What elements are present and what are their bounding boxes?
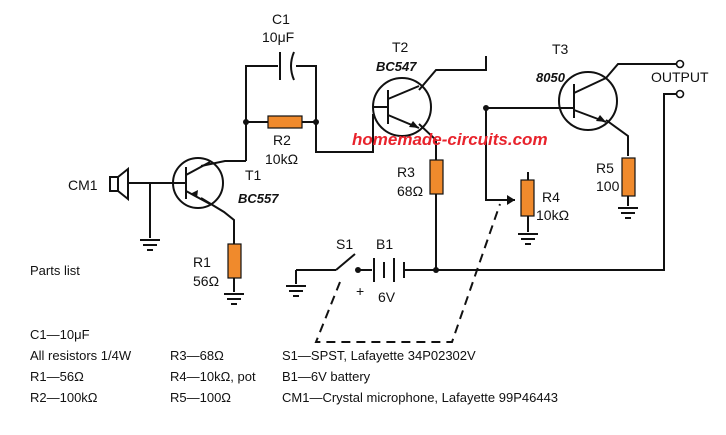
wire-output-return <box>410 93 676 271</box>
label-r2-value: 10kΩ <box>265 151 298 167</box>
label-battery-plus: + <box>356 283 364 299</box>
resistor-r4 <box>520 179 535 217</box>
parts-col1-row2: All resistors 1/4W <box>30 348 132 363</box>
wire-t1-collector <box>200 160 246 167</box>
parts-col3-row1: S1—SPST, Lafayette 34P02302V <box>282 348 476 363</box>
label-t3-part: 8050 <box>536 70 566 85</box>
parts-col1-row3: R1—56Ω <box>30 369 84 384</box>
label-output: OUTPUT <box>651 69 709 85</box>
label-c1-value: 10μF <box>262 29 294 45</box>
label-r3: R3 <box>397 164 415 180</box>
junction-t3-base <box>483 105 489 111</box>
output-terminal-top <box>675 59 685 69</box>
junction-r2-right <box>313 119 319 125</box>
label-cm1: CM1 <box>68 177 98 193</box>
resistor-r2 <box>267 115 303 129</box>
resistor-r5 <box>621 157 636 197</box>
label-r4: R4 <box>542 189 560 205</box>
parts-col2-row1: R3—68Ω <box>170 348 224 363</box>
switch-contact <box>355 267 361 273</box>
ground-icon <box>286 285 306 297</box>
resistor-r1 <box>227 243 242 279</box>
parts-col3-row2: B1—6V battery <box>282 369 371 384</box>
ground-icon <box>518 233 538 245</box>
parts-col2-row2: R4—10kΩ, pot <box>170 369 256 384</box>
label-t1-part: BC557 <box>238 191 279 206</box>
junction-battery-rail <box>433 267 439 273</box>
dashed-link <box>314 203 501 343</box>
label-t2: T2 <box>392 39 409 55</box>
capacitor-c1-icon <box>279 51 295 81</box>
label-t1: T1 <box>245 167 262 183</box>
battery-b1-icon <box>373 258 412 282</box>
label-r5-value: 100 <box>596 178 620 194</box>
resistor-r3 <box>429 159 444 195</box>
wire-c1-left <box>245 65 278 161</box>
label-r2: R2 <box>273 132 291 148</box>
parts-col2-row3: R5—100Ω <box>170 390 231 405</box>
parts-col1-row1: C1—10μF <box>30 327 90 342</box>
label-r4-value: 10kΩ <box>536 207 569 223</box>
parts-col1-row4: R2—100kΩ <box>30 390 98 405</box>
wire-to-t2-base <box>296 65 374 153</box>
label-t2-part: BC547 <box>376 59 417 74</box>
wire-t3-collector-output <box>605 63 676 79</box>
label-b1: B1 <box>376 236 393 252</box>
parts-col3-row3: CM1—Crystal microphone, Lafayette 99P464… <box>282 390 558 405</box>
label-s1: S1 <box>336 236 353 252</box>
transistor-t1-icon <box>172 157 224 209</box>
wire-t1-emitter <box>200 197 235 244</box>
transistor-t2-icon <box>372 77 432 137</box>
wire-t3-emitter <box>605 119 629 156</box>
label-r1: R1 <box>193 254 211 270</box>
wire-t2-collector <box>418 56 487 91</box>
switch-lever <box>335 253 356 271</box>
watermark-text: homemade-circuits.com <box>352 130 548 149</box>
label-c1: C1 <box>272 11 290 27</box>
ground-icon <box>618 207 638 219</box>
junction-r2-left <box>243 119 249 125</box>
label-t3: T3 <box>552 41 569 57</box>
ground-icon <box>224 293 244 305</box>
label-b1-value: 6V <box>378 289 396 305</box>
output-terminal-bottom <box>675 89 685 99</box>
label-r3-value: 68Ω <box>397 183 423 199</box>
label-r5: R5 <box>596 160 614 176</box>
microphone-icon <box>109 166 129 202</box>
r4-wiper-arrow <box>507 195 515 205</box>
label-r1-value: 56Ω <box>193 273 219 289</box>
wire-t2-emitter <box>418 123 437 160</box>
wire-r4-wiper-feed <box>485 108 515 201</box>
transistor-t3-icon <box>558 71 618 131</box>
ground-icon <box>140 239 160 251</box>
parts-list-heading: Parts list <box>30 263 80 278</box>
